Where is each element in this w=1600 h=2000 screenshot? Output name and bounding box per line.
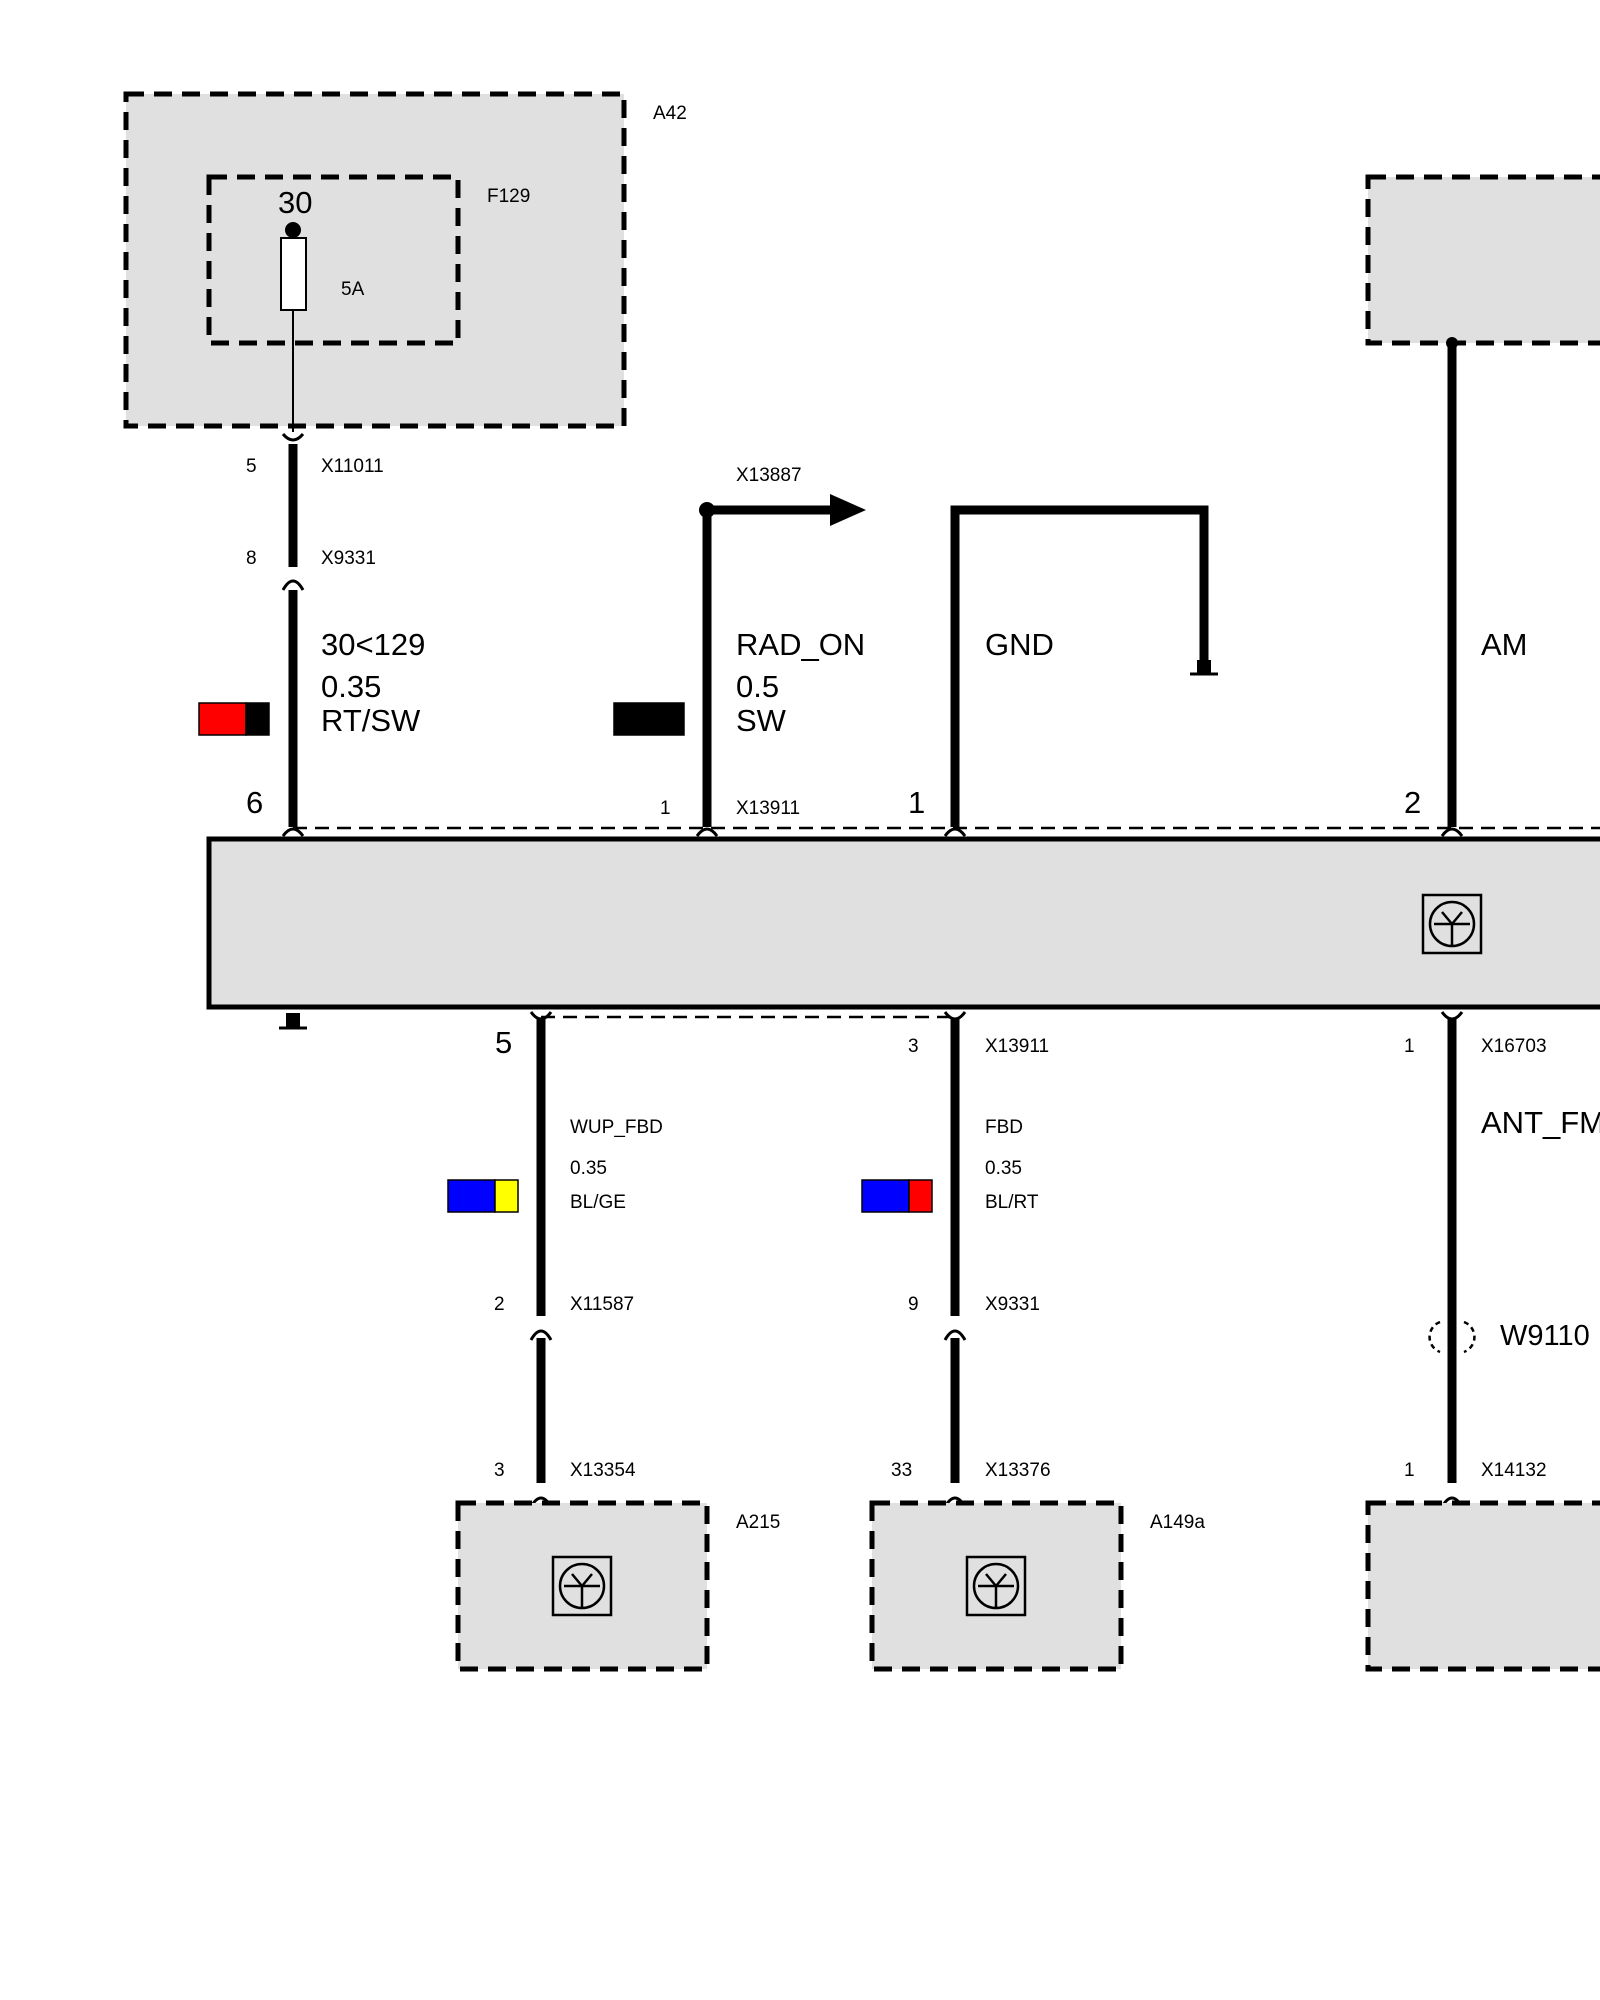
connector-id: X13887: [736, 465, 802, 486]
wire-signal: ANT_FM: [1481, 1105, 1600, 1140]
module-pin-6: 6: [246, 785, 263, 820]
connector-symbol: [1440, 827, 1464, 837]
wire-color-code: SW: [736, 703, 787, 738]
wire-gauge: 0.35: [321, 669, 381, 704]
wire-30-129: 5 X11011 8 X9331 30<129 0.35 RT/SW: [198, 432, 425, 837]
connector-pin: 2: [494, 1294, 505, 1315]
color-band: [613, 702, 685, 736]
a149a-id: A149a: [1150, 1512, 1205, 1533]
wire-junction-dot: [699, 502, 715, 518]
wire-gauge: 0.5: [736, 669, 779, 704]
wire-gnd: GND: [943, 505, 1218, 837]
wire-signal: GND: [985, 627, 1054, 662]
wire-color-swatch: [861, 1179, 933, 1213]
wire-color-swatch: [447, 1179, 519, 1213]
connector-symbol: [943, 1011, 967, 1021]
connector-symbol: [695, 827, 719, 837]
ground-icon: [279, 1013, 307, 1030]
connector-id: X13376: [985, 1460, 1051, 1481]
connector-id: X13911: [736, 798, 800, 819]
a42-id: A42: [653, 103, 687, 124]
f129-terminal: 30: [278, 185, 312, 220]
wire-am: AM: [1440, 337, 1528, 837]
component-a215: A215: [455, 1500, 780, 1672]
wire-signal: FBD: [985, 1117, 1023, 1138]
module-pin-2: 2: [1404, 785, 1421, 820]
fuse-icon: [280, 237, 307, 311]
module-pin-5: 5: [495, 1025, 512, 1060]
connector-pin: 1: [660, 798, 671, 819]
connector-symbol: [943, 1329, 967, 1341]
color-band: [861, 1179, 910, 1213]
color-band: [494, 1179, 519, 1213]
color-band: [198, 702, 247, 736]
connector-symbol: [529, 1329, 553, 1341]
color-band: [908, 1179, 933, 1213]
component-top-right: [1365, 174, 1600, 346]
wire-color-swatch: [613, 702, 685, 736]
main-module: 6 1 2 5: [206, 785, 1600, 1060]
wire-color-code: BL/GE: [570, 1192, 626, 1213]
wire-gauge: 0.35: [985, 1158, 1022, 1179]
wire-color-swatch: [198, 702, 270, 736]
connector-symbol: [529, 1011, 553, 1021]
ground-icon: [1197, 660, 1211, 673]
wire-signal: RAD_ON: [736, 627, 865, 662]
wire-junction-dot: [1446, 337, 1458, 349]
connector-symbol: [943, 827, 967, 837]
module-pin-1: 1: [908, 785, 925, 820]
shield-id: W9110: [1500, 1320, 1590, 1352]
transistor-icon: [1421, 893, 1483, 955]
connector-id: X11011: [321, 456, 384, 477]
connector-id: X13354: [570, 1460, 636, 1481]
wire-color-code: RT/SW: [321, 703, 421, 738]
connector-pin: 9: [908, 1294, 919, 1315]
f129-rating: 5A: [341, 279, 365, 300]
component-a42: A42 F129 30 5A: [123, 91, 687, 432]
connector-symbol: [1440, 1011, 1464, 1021]
connector-id: X11587: [570, 1294, 634, 1315]
component-a149a: A149a: [869, 1500, 1205, 1672]
wire-ant-fm: 1 X16703 ANT_FM W9110 1 X14132: [1404, 1011, 1600, 1508]
arrow-right-icon: [830, 494, 866, 526]
wire-gauge: 0.35: [570, 1158, 607, 1179]
transistor-icon: [965, 1555, 1027, 1617]
connector-pin: 5: [246, 456, 257, 477]
wire-signal: 30<129: [321, 627, 425, 662]
wire-signal: WUP_FBD: [570, 1117, 663, 1138]
connector-id: X16703: [1481, 1036, 1547, 1057]
wire-rad-on: X13887 1 X13911 RAD_ON 0.5 SW: [613, 465, 866, 837]
transistor-icon: [551, 1555, 613, 1617]
a215-id: A215: [736, 1512, 780, 1533]
connector-id: X9331: [985, 1294, 1040, 1315]
f129-housing: [206, 174, 461, 346]
connector-symbol: [281, 432, 305, 442]
connector-id: X13911: [985, 1036, 1049, 1057]
shield-icon: [1428, 1320, 1476, 1354]
wire-color-code: BL/RT: [985, 1192, 1039, 1213]
connector-id: X14132: [1481, 1460, 1547, 1481]
wire-segment: [950, 505, 1209, 827]
connector-pin: 3: [494, 1460, 505, 1481]
connector-pin: 1: [1404, 1036, 1415, 1057]
connector-symbol: [281, 579, 305, 591]
module-housing: [206, 836, 1600, 1010]
color-band: [447, 1179, 496, 1213]
connector-symbol: [281, 827, 305, 837]
wire-fbd: 3 X13911 FBD 0.35 BL/RT 9 X9331 33 X1337…: [861, 1011, 1051, 1508]
color-band: [245, 702, 270, 736]
component-bottom-right: [1365, 1500, 1600, 1672]
connector-id: X9331: [321, 548, 376, 569]
connector-pin: 33: [891, 1460, 912, 1481]
wire-signal: AM: [1481, 627, 1528, 662]
wire-wup-fbd: WUP_FBD 0.35 BL/GE 2 X11587 3 X13354: [447, 1011, 663, 1508]
connector-pin: 1: [1404, 1460, 1415, 1481]
connector-pin: 8: [246, 548, 257, 569]
connector-pin: 3: [908, 1036, 919, 1057]
f129-id: F129: [487, 186, 530, 207]
